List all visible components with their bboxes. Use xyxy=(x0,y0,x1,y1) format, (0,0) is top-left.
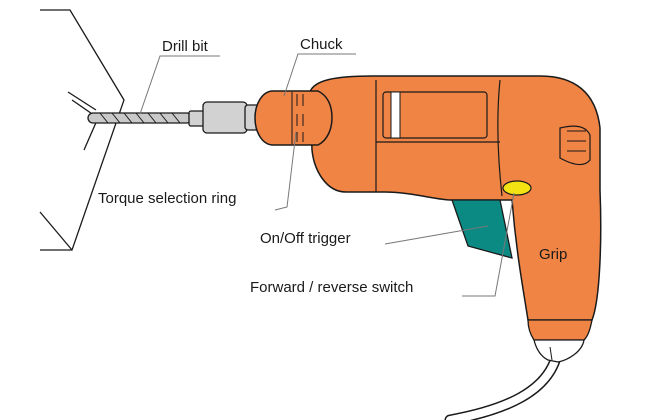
workpiece xyxy=(39,9,125,251)
label-on-off-trigger: On/Off trigger xyxy=(260,230,351,247)
label-torque-selection-ring: Torque selection ring xyxy=(98,190,236,207)
trigger xyxy=(451,199,513,259)
forward-reverse-switch xyxy=(502,180,532,196)
label-drill-bit: Drill bit xyxy=(162,38,209,55)
drill-body xyxy=(309,75,602,341)
bit-collar xyxy=(188,101,260,134)
label-forward-reverse-switch: Forward / reverse switch xyxy=(250,279,413,296)
label-chuck: Chuck xyxy=(300,36,343,53)
cord-guard xyxy=(533,339,585,363)
drill-bit xyxy=(87,112,193,124)
label-grip: Grip xyxy=(539,246,567,263)
power-cord xyxy=(444,348,563,420)
leader-lines xyxy=(139,53,515,297)
chuck xyxy=(254,90,333,146)
